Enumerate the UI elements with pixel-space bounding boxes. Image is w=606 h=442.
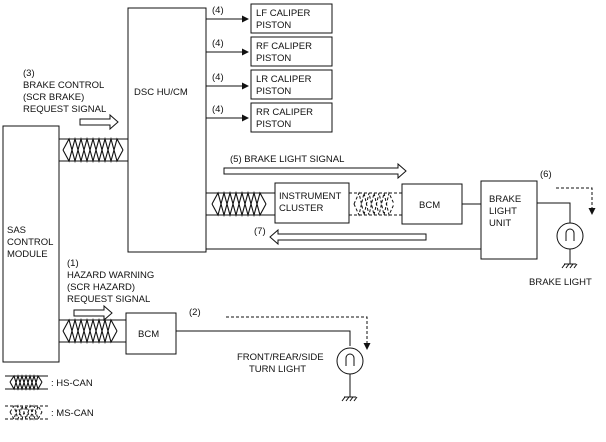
num7-label: (7) bbox=[254, 226, 266, 237]
hs-can-sas-dsc bbox=[59, 136, 128, 164]
legend-ms-can: : MS-CAN bbox=[5, 404, 94, 421]
sas-label-2: CONTROL bbox=[7, 237, 53, 248]
turn-light-wire bbox=[176, 330, 351, 346]
lf-caliper-piston: LF CALIPER PISTON bbox=[250, 3, 333, 34]
num6-label: (6) bbox=[540, 169, 552, 180]
dsc-hu-cm-label: DSC HU/CM bbox=[134, 87, 188, 98]
hs-can-sas-bcm bbox=[59, 317, 126, 345]
request-arrow-1 bbox=[73, 304, 113, 322]
sas-label-1: SAS bbox=[7, 225, 26, 236]
brake-control-request-label: (3) BRAKE CONTROL (SCR BRAKE) REQUEST SI… bbox=[23, 68, 106, 115]
svg-text:REQUEST SIGNAL: REQUEST SIGNAL bbox=[67, 294, 150, 305]
legend-hs-can-label: : HS-CAN bbox=[51, 378, 93, 389]
num4-rr: (4) bbox=[212, 104, 224, 115]
hs-can-dsc-cluster bbox=[206, 190, 275, 218]
brake-light-dashed-arrow bbox=[556, 187, 596, 215]
brake-light-signal-arrow bbox=[223, 162, 407, 180]
return-arrow-7 bbox=[269, 228, 427, 246]
num4-lr: (4) bbox=[212, 72, 224, 83]
svg-text:CLUSTER: CLUSTER bbox=[279, 203, 323, 214]
svg-text:PISTON: PISTON bbox=[256, 20, 291, 31]
bcm-lower-label: BCM bbox=[138, 329, 159, 340]
ground-icon-brake-light bbox=[561, 263, 578, 269]
rf-caliper-piston: RF CALIPER PISTON bbox=[250, 36, 333, 67]
dsc-hu-cm-block bbox=[127, 7, 207, 253]
svg-text:PISTON: PISTON bbox=[256, 53, 291, 64]
svg-text:FRONT/REAR/SIDE: FRONT/REAR/SIDE bbox=[237, 352, 324, 363]
ms-can-cluster-bcm bbox=[349, 191, 402, 217]
svg-text:LR CALIPER: LR CALIPER bbox=[256, 74, 312, 85]
lr-caliper-piston: LR CALIPER PISTON bbox=[250, 69, 333, 100]
svg-text:RF CALIPER: RF CALIPER bbox=[256, 41, 312, 52]
bcm-upper-block bbox=[401, 183, 463, 225]
svg-text:(3): (3) bbox=[23, 68, 35, 79]
svg-text:TURN LIGHT: TURN LIGHT bbox=[249, 364, 306, 375]
svg-text:UNIT: UNIT bbox=[489, 218, 511, 229]
sas-label-3: MODULE bbox=[7, 249, 48, 260]
brake-light-label: BRAKE LIGHT bbox=[529, 277, 592, 288]
ground-icon-turn-light bbox=[341, 396, 358, 402]
brake-light-lamp-icon bbox=[556, 222, 584, 264]
svg-text:BRAKE CONTROL: BRAKE CONTROL bbox=[23, 80, 104, 91]
bcm-lower-block bbox=[125, 312, 177, 355]
svg-text:PISTON: PISTON bbox=[256, 119, 291, 130]
svg-text:PISTON: PISTON bbox=[256, 86, 291, 97]
num4-lf: (4) bbox=[212, 5, 224, 16]
svg-text:LIGHT: LIGHT bbox=[489, 206, 517, 217]
svg-text:BRAKE: BRAKE bbox=[489, 194, 521, 205]
brake-light-wire bbox=[537, 202, 571, 223]
caliper-connections: (4) (4) (4) (4) bbox=[206, 5, 249, 122]
hazard-request-label: (1) HAZARD WARNING (SCR HAZARD) REQUEST … bbox=[67, 258, 154, 305]
rr-caliper-piston: RR CALIPER PISTON bbox=[250, 102, 333, 133]
turn-light-label: FRONT/REAR/SIDE TURN LIGHT bbox=[237, 352, 324, 375]
turn-light-dashed-arrow bbox=[226, 316, 371, 350]
svg-text:RR CALIPER: RR CALIPER bbox=[256, 107, 313, 118]
num4-rf: (4) bbox=[212, 38, 224, 49]
svg-text:(1): (1) bbox=[67, 258, 79, 269]
num2-label: (2) bbox=[189, 307, 201, 318]
svg-text:(SCR HAZARD): (SCR HAZARD) bbox=[67, 282, 135, 293]
svg-text:(SCR BRAKE): (SCR BRAKE) bbox=[23, 92, 84, 103]
turn-light-lamp-icon bbox=[336, 347, 364, 397]
legend-ms-can-label: : MS-CAN bbox=[51, 408, 94, 419]
sas-control-module-block bbox=[2, 125, 60, 363]
svg-text:HAZARD WARNING: HAZARD WARNING bbox=[67, 270, 154, 281]
svg-text:REQUEST SIGNAL: REQUEST SIGNAL bbox=[23, 104, 106, 115]
brake-light-unit-block: BRAKE LIGHT UNIT bbox=[480, 180, 538, 260]
svg-text:INSTRUMENT: INSTRUMENT bbox=[279, 191, 341, 202]
bcm-upper-label: BCM bbox=[419, 200, 440, 211]
legend-hs-can: : HS-CAN bbox=[5, 374, 93, 391]
svg-text:LF CALIPER: LF CALIPER bbox=[256, 8, 311, 19]
instrument-cluster-block: INSTRUMENT CLUSTER bbox=[274, 182, 350, 224]
request-arrow-3 bbox=[79, 113, 119, 131]
brake-light-signal-label: (5) BRAKE LIGHT SIGNAL bbox=[230, 154, 344, 165]
